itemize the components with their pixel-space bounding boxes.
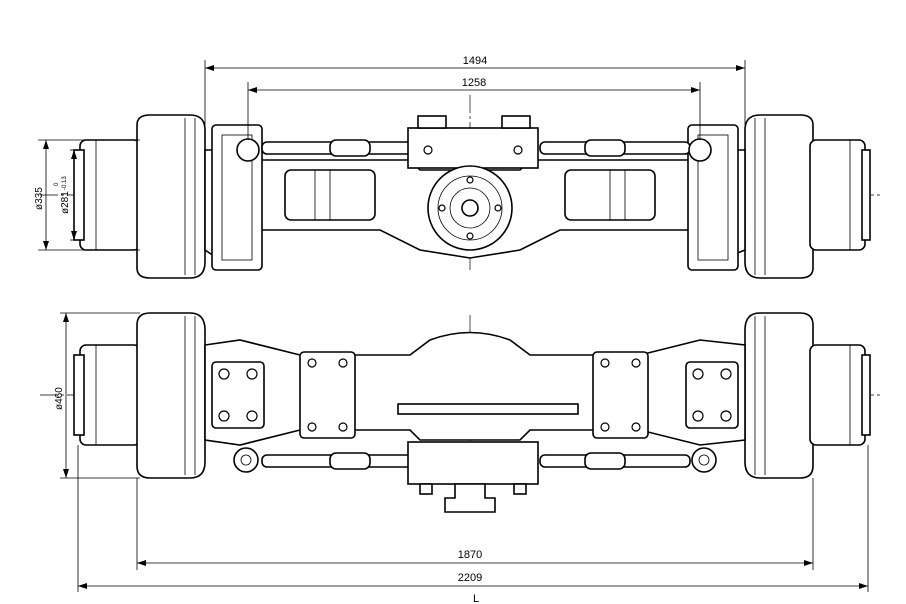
bottom-right-spring-pad: [592, 351, 649, 439]
bottom-left-hub: [73, 312, 206, 479]
dim-dia-281-tol-upper: 0: [54, 182, 60, 186]
dim-dia-460-label: ø460: [54, 387, 65, 410]
dim-dia-335: ø335: [34, 139, 140, 251]
dim-1870: 1870: [136, 478, 814, 570]
bottom-input-flange: [444, 483, 496, 513]
dim-dia-335-label: ø335: [34, 187, 45, 210]
dim-1494: 1494: [204, 55, 746, 125]
bottom-left-spring-pad: [299, 351, 356, 439]
bottom-mount-plate: [397, 403, 579, 415]
bottom-steering-cylinder: [407, 441, 539, 485]
dim-dia-281: ø281 0 -0.13: [54, 149, 78, 241]
top-left-hub: [73, 114, 206, 279]
bottom-right-hub: [744, 312, 871, 479]
top-right-hub: [744, 114, 871, 279]
dim-1870-label: 1870: [458, 549, 482, 561]
dim-1258: 1258: [247, 77, 701, 140]
dim-dia-460: ø460: [54, 312, 140, 479]
dim-2209: 2209: [77, 445, 869, 592]
bottom-view: ø460 1870 2209 L: [40, 312, 880, 604]
top-view: 1494 1258 ø335 ø281 0: [34, 55, 880, 279]
dim-2209-label: 2209: [458, 572, 482, 584]
top-differential-flange: [427, 165, 513, 251]
bottom-tie-rod: [233, 447, 717, 473]
length-symbol: L: [473, 593, 479, 604]
dim-1494-label: 1494: [463, 55, 487, 67]
dim-dia-281-label: ø281: [60, 191, 71, 214]
dim-dia-281-tol-lower: -0.13: [62, 176, 68, 190]
dim-1258-label: 1258: [462, 77, 486, 89]
bottom-axle-housing: [204, 331, 746, 446]
